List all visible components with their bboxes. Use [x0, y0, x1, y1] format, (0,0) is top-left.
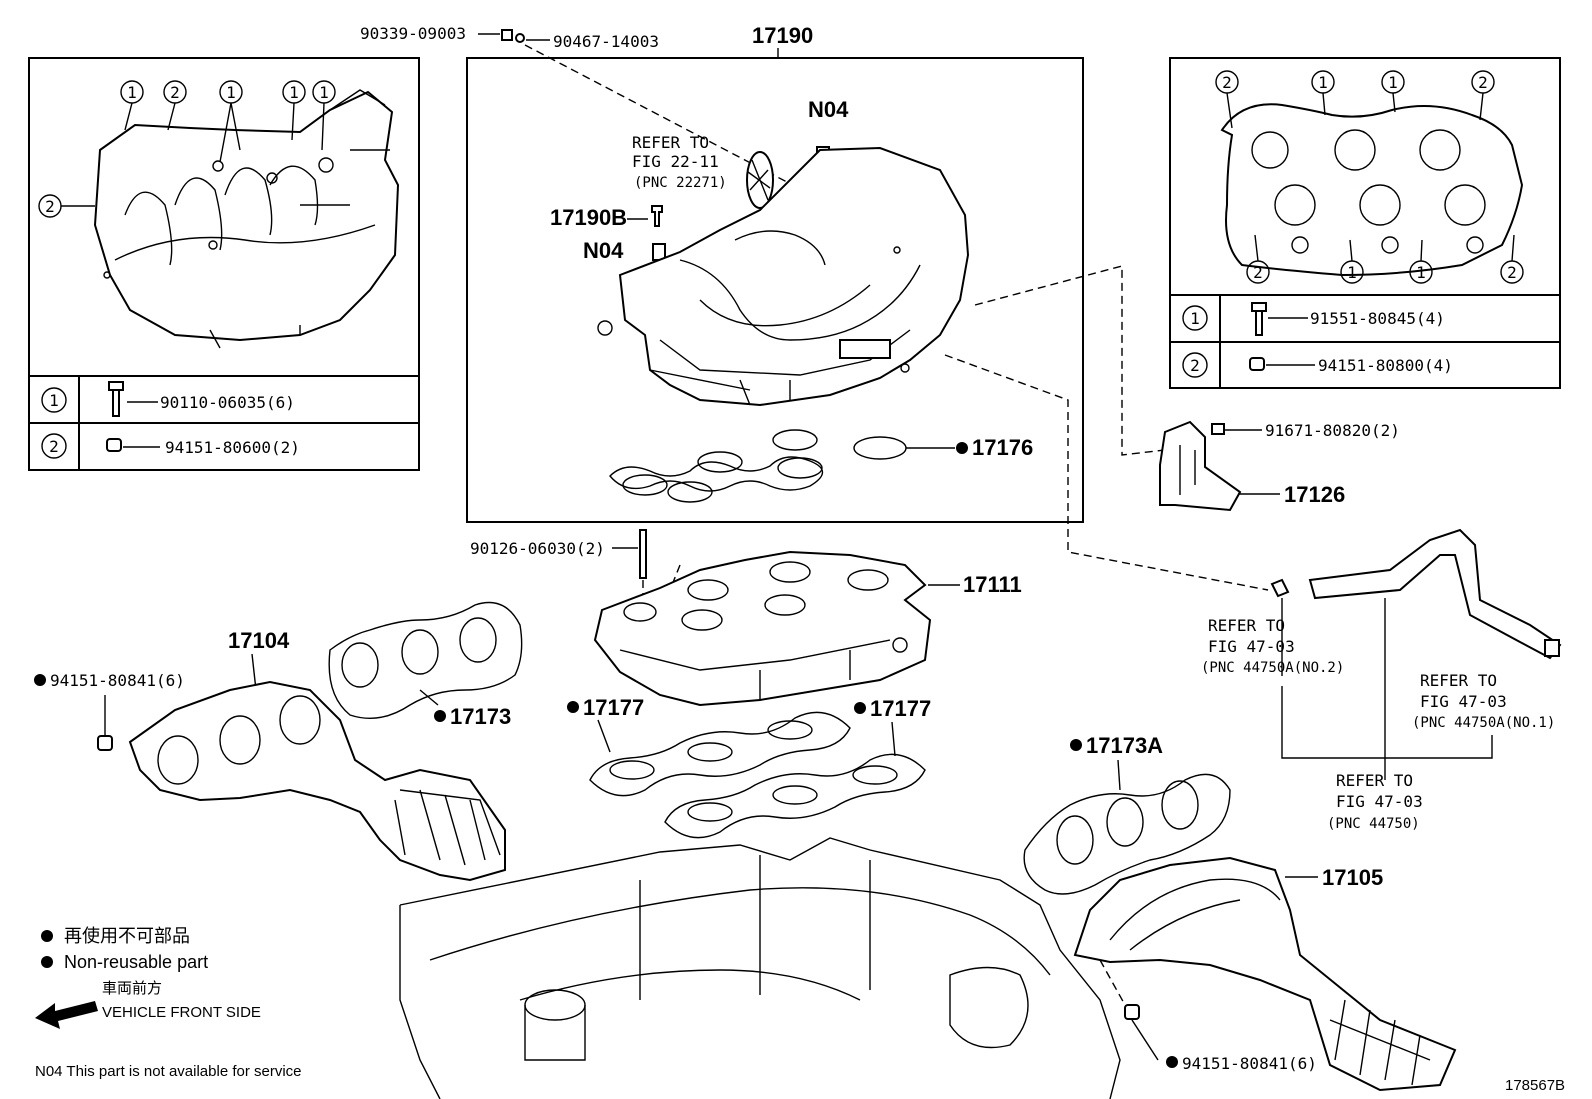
refer-pnc: (PNC 44750)	[1327, 816, 1420, 832]
callout-1: 1	[226, 83, 236, 102]
upper-right-panel: 2 1 1 2 2 1 1 2 1 91551-80845(4) 2	[1169, 57, 1561, 389]
exhaust-manifold-17104: 17104 94151-80841(6)	[34, 628, 506, 882]
nut-icon	[106, 438, 122, 452]
part-number-17176: 17176	[972, 435, 1033, 460]
refer-fig: FIG 47-03	[1336, 792, 1423, 811]
callout-group-upper-left: 1 2 1 1 1 2	[38, 80, 336, 218]
part-number-90339: 90339-09003	[360, 24, 466, 43]
bolt-icon	[1251, 302, 1267, 336]
refer-fig: FIG 47-03	[1420, 692, 1507, 711]
upper-left-panel: 1 2 1 1 1 2 1 90110-06035(6) 2 94151-80	[28, 57, 420, 471]
part-number-17173: 17173	[450, 704, 511, 729]
arrow-left-icon	[35, 1001, 98, 1029]
hose-assembly: REFER TO FIG 47-03 (PNC 44750A(NO.2) REF…	[1201, 528, 1562, 832]
intake-manifold-group: 90339-09003 90467-14003 17190 N04 REFER …	[360, 23, 1084, 523]
callout-1: 1	[1318, 73, 1328, 92]
part-number-17173a: 17173A	[1086, 733, 1163, 758]
callout-2: 2	[1478, 73, 1488, 92]
refer-label: REFER TO	[1208, 616, 1285, 635]
refer-label: REFER TO	[1420, 671, 1497, 690]
legend: 再使用不可部品 Non-reusable part 車両前方 VEHICLE F…	[35, 926, 302, 1080]
part-number-17190b: 17190B	[550, 205, 627, 230]
callout-1: 1	[127, 83, 137, 102]
callout-1: 1	[1388, 73, 1398, 92]
nut-icon	[1249, 357, 1265, 371]
legend-front-en: VEHICLE FRONT SIDE	[102, 1004, 261, 1021]
callout-1: 1	[319, 83, 329, 102]
callout-2: 2	[1507, 263, 1517, 282]
part-number-17177: 17177	[870, 696, 931, 721]
spacer-17111: 90126-06030(2) 17111	[470, 529, 1022, 707]
callout-1: 1	[289, 83, 299, 102]
part-number: 94151-80800(4)	[1318, 356, 1453, 375]
refer-pnc: (PNC 44750A(NO.1)	[1412, 715, 1555, 731]
bolt-icon	[108, 381, 124, 417]
n04-note: N04 This part is not available for servi…	[35, 1063, 302, 1080]
gasket-17173a: 17173A	[1023, 733, 1231, 895]
callout-2: 2	[170, 83, 180, 102]
callout-2: 2	[45, 197, 55, 216]
refer-fig: FIG 22-11	[632, 152, 719, 171]
callout-1: 1	[1416, 263, 1426, 282]
part-number-90467: 90467-14003	[553, 32, 659, 51]
engine-block-outline	[399, 837, 1121, 1099]
exhaust-manifold-17105: 17105 94151-80841(6)	[1073, 856, 1457, 1092]
n04-label: N04	[583, 238, 624, 263]
legend-non-reusable-en: Non-reusable part	[64, 952, 208, 972]
upper-right-fastener-table: 1 91551-80845(4) 2 94151-80800(4)	[1182, 302, 1453, 378]
part-number-17126: 17126	[1284, 482, 1345, 507]
non-reusable-dot-icon	[41, 956, 53, 968]
figure-id: 178567B	[1505, 1077, 1565, 1094]
callout-2: 2	[1253, 263, 1263, 282]
table-key: 1	[49, 391, 59, 410]
table-key: 2	[1190, 356, 1200, 375]
refer-label: REFER TO	[1336, 771, 1413, 790]
part-number: 90110-06035(6)	[160, 393, 295, 412]
gasket-17173: 17173	[328, 601, 523, 729]
part-number-90126: 90126-06030(2)	[470, 539, 605, 558]
upper-left-fastener-table: 1 90110-06035(6) 2 94151-80600(2)	[41, 381, 300, 459]
callout-1: 1	[1347, 263, 1357, 282]
legend-non-reusable-jp: 再使用不可部品	[64, 926, 190, 946]
part-number-91671: 91671-80820(2)	[1265, 421, 1400, 440]
oil-cap	[524, 989, 586, 1021]
part-number-17190: 17190	[752, 23, 813, 48]
intake-spacer-drawing	[1220, 103, 1524, 277]
table-key: 1	[1190, 309, 1200, 328]
callout-group-upper-right: 2 1 1 2 2 1 1 2	[1215, 70, 1524, 284]
n04-label: N04	[808, 97, 849, 122]
part-number-94151-left: 94151-80841(6)	[50, 671, 185, 690]
intake-plenum-drawing	[93, 89, 400, 349]
legend-front-jp: 車両前方	[102, 980, 162, 997]
non-reusable-dot-icon	[41, 930, 53, 942]
bracket-17126: 91671-80820(2) 17126	[1159, 420, 1400, 512]
refer-fig: FIG 47-03	[1208, 637, 1295, 656]
gaskets-17177: 17177 17177	[567, 695, 931, 839]
part-number-17177: 17177	[583, 695, 644, 720]
part-number: 94151-80600(2)	[165, 438, 300, 457]
gasket-17176: 17176	[609, 429, 1033, 503]
part-number-94151-right: 94151-80841(6)	[1182, 1054, 1317, 1073]
part-number-17104: 17104	[228, 628, 290, 653]
refer-pnc: (PNC 22271)	[634, 175, 727, 191]
part-number: 91551-80845(4)	[1310, 309, 1445, 328]
part-number-17105: 17105	[1322, 865, 1383, 890]
refer-label: REFER TO	[632, 133, 709, 152]
refer-pnc: (PNC 44750A(NO.2)	[1201, 660, 1344, 676]
callout-2: 2	[1222, 73, 1232, 92]
intake-manifold-drawing	[597, 146, 970, 407]
part-number-17111: 17111	[963, 572, 1022, 597]
table-key: 2	[49, 437, 59, 456]
